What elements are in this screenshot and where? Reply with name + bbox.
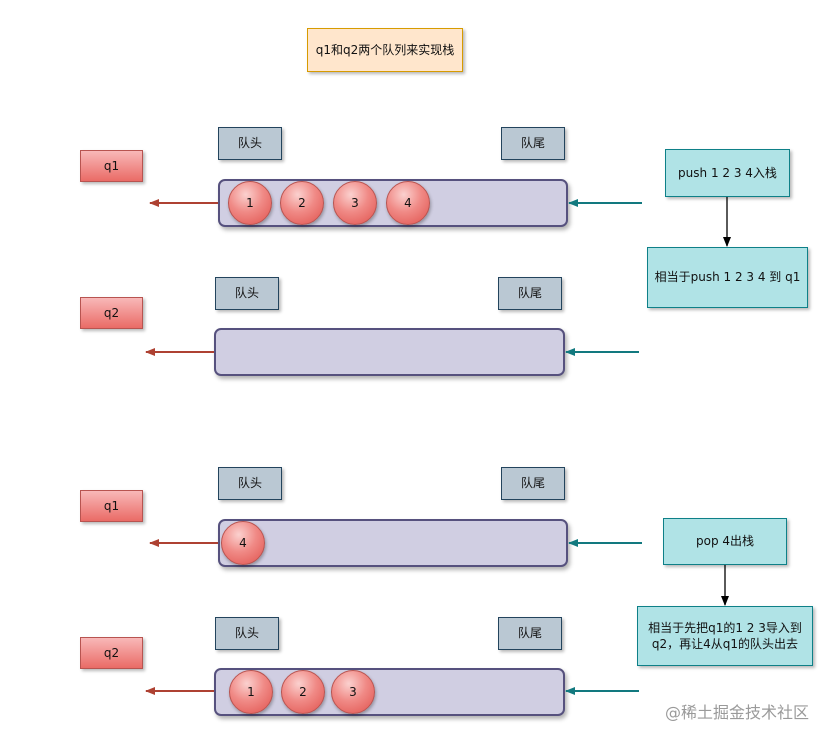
q2-bottom-item: 1 [229, 670, 273, 714]
q2-bottom-head-label: 队头 [215, 617, 279, 650]
q2-top-name: q2 [80, 297, 143, 329]
q1-top-item: 1 [228, 181, 272, 225]
push-equivalent-note: 相当于push 1 2 3 4 到 q1 [647, 247, 808, 308]
q1-top-item: 3 [333, 181, 377, 225]
q2-bottom-item: 3 [331, 670, 375, 714]
q1-top-item: 2 [280, 181, 324, 225]
q1-bottom-item: 4 [221, 521, 265, 565]
q2-bottom-tail-label: 队尾 [498, 617, 562, 650]
q1-top-name: q1 [80, 150, 143, 182]
q2-top-tail-label: 队尾 [498, 277, 562, 310]
q1-top-tail-label: 队尾 [501, 127, 565, 160]
q1-bottom-name: q1 [80, 490, 143, 522]
q1-top-head-label: 队头 [218, 127, 282, 160]
q2-top-queue [214, 328, 565, 376]
pop-note: pop 4出栈 [663, 518, 787, 565]
q1-top-item: 4 [386, 181, 430, 225]
q1-bottom-tail-label: 队尾 [501, 467, 565, 500]
diagram-title: q1和q2两个队列来实现栈 [307, 28, 463, 72]
pop-equivalent-note: 相当于先把q1的1 2 3导入到q2，再让4从q1的队头出去 [637, 606, 813, 666]
q2-top-head-label: 队头 [215, 277, 279, 310]
q2-bottom-name: q2 [80, 637, 143, 669]
q1-bottom-head-label: 队头 [218, 467, 282, 500]
q2-bottom-item: 2 [281, 670, 325, 714]
push-note: push 1 2 3 4入栈 [665, 149, 790, 197]
q1-bottom-queue [218, 519, 568, 567]
watermark: @稀土掘金技术社区 [664, 703, 809, 722]
